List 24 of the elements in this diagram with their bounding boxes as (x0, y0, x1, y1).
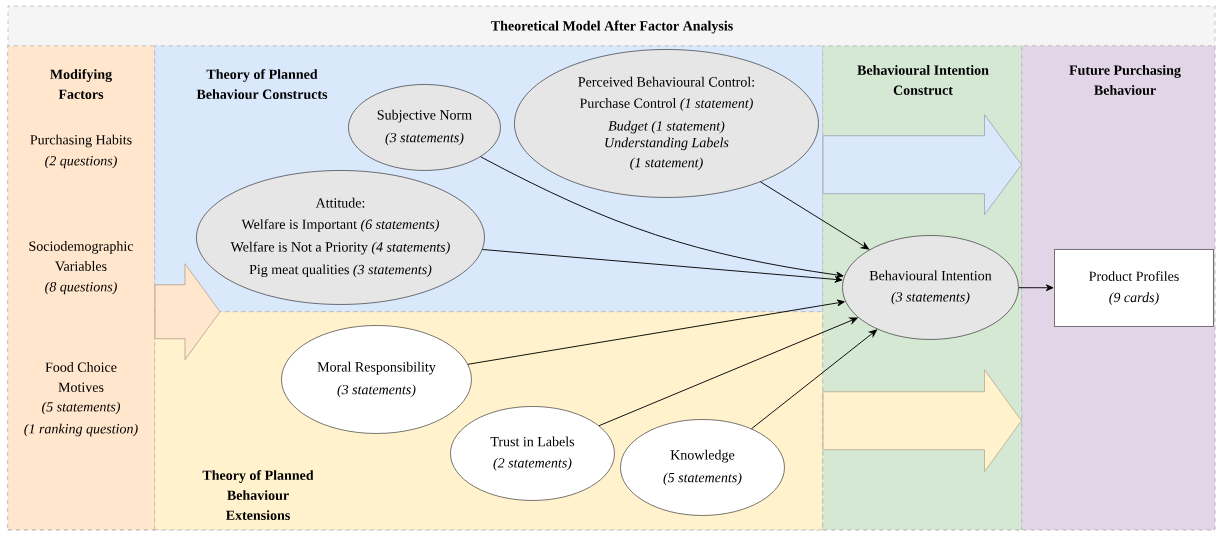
arrow (1018, 284, 1054, 292)
arrow (751, 329, 878, 430)
panel-heading: Theory of Planned Behaviour Constructs (196, 69, 328, 99)
panel-heading: Future Purchasing Behaviour (1069, 65, 1181, 95)
frame-heading: Theoretical Model After Factor Analysis (491, 20, 733, 34)
arrow (481, 249, 843, 283)
arrow (760, 181, 870, 250)
factor-label: Food Choice Motives (45, 362, 117, 392)
block-arrow (822, 114, 1022, 216)
block-arrow (154, 263, 221, 361)
panel-heading: Theory of Planned Behaviour Extensions (202, 470, 314, 520)
arrow (467, 299, 845, 365)
profile-box: Product Profiles (9 cards) (1054, 249, 1214, 327)
arrow (598, 317, 858, 427)
panel-heading: Modifying Factors (50, 69, 112, 99)
block-arrow (822, 369, 1022, 473)
factor-label: (2 questions) (45, 155, 117, 169)
factor-label: (5 statements) (42, 401, 120, 415)
arrow (480, 156, 844, 279)
factor-label: (8 questions) (45, 281, 117, 295)
panel-heading: Behavioural Intention Construct (857, 65, 989, 95)
factor-label: Sociodemographic Variables (29, 241, 134, 271)
factor-label: Purchasing Habits (30, 134, 132, 148)
factor-label: (1 ranking question) (24, 423, 138, 437)
